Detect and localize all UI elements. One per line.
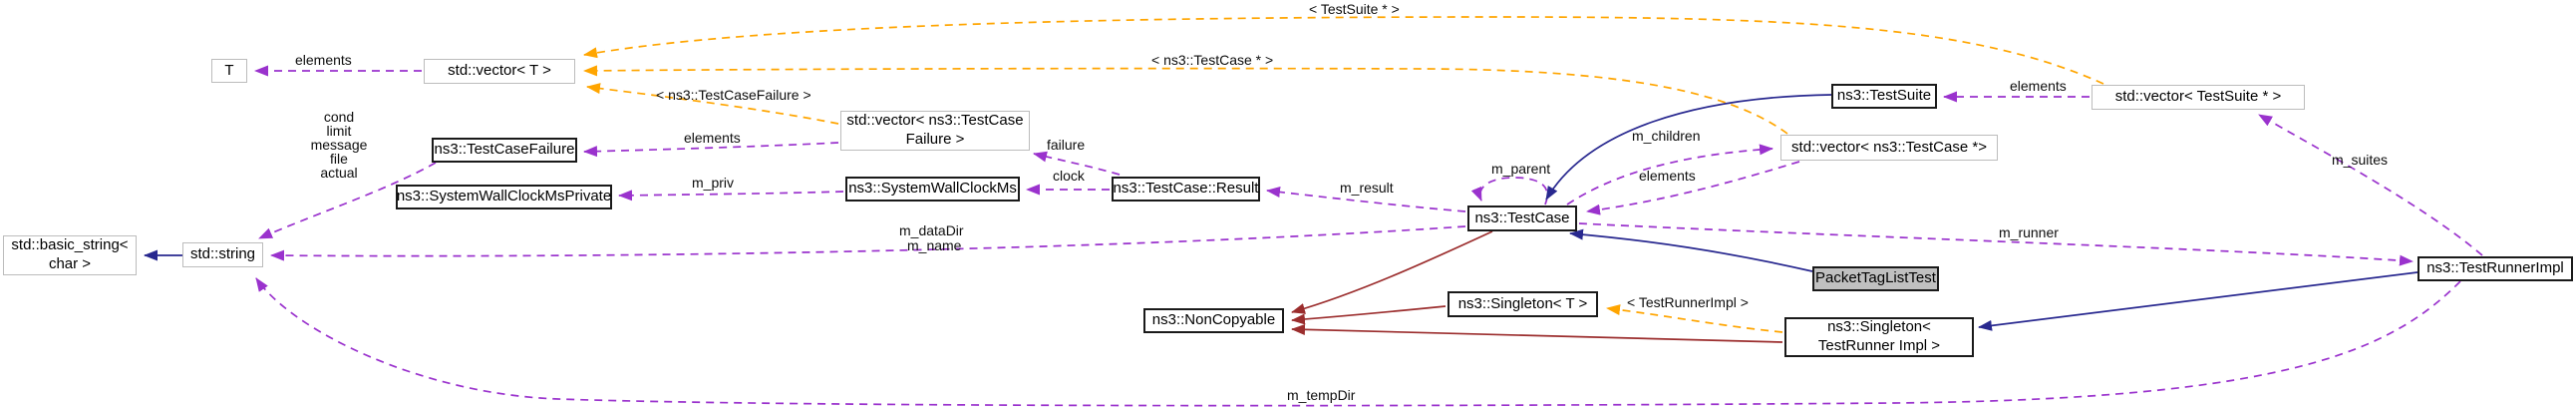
edge-label-limit: limit: [326, 123, 352, 139]
edge-label-elements-testcase: elements: [1639, 168, 1696, 184]
edge-label-elements-testcasefailure: elements: [684, 130, 741, 146]
node-ns3-singleton-t[interactable]: ns3::Singleton< T >: [1448, 291, 1598, 317]
node-ns3-testsuite[interactable]: ns3::TestSuite: [1831, 84, 1937, 109]
edge-m-priv: [618, 190, 844, 202]
edge-template-singleton-testrunnerimpl: [1606, 304, 1783, 333]
edge-label-message: message: [310, 137, 368, 153]
edge-m-result: [1266, 187, 1466, 212]
edge-testcasefailure-members-string: [258, 162, 437, 239]
node-ns3-testcasefailure[interactable]: ns3::TestCaseFailure: [432, 138, 577, 163]
edge-label-m-tempdir: m_tempDir: [1287, 387, 1356, 403]
edge-m-runner: [1578, 222, 2414, 266]
edge-template-vector-testsuite-ptr: [583, 16, 2104, 85]
edge-m-datadir-m-name: [270, 225, 1466, 261]
node-packettaglisttest[interactable]: PacketTagListTest: [1812, 266, 1939, 291]
edge-m-tempdir: [255, 277, 2461, 407]
edge-inherit-packettaglisttest-testcase: [1569, 228, 1813, 272]
edge-m-parent-self-loop: [1470, 177, 1548, 206]
edge-inherit-testsuite-testcase: [1545, 94, 1832, 201]
node-ns3-testcase-result[interactable]: ns3::TestCase::Result: [1112, 177, 1260, 202]
edge-inherit-testrunnerimpl-singleton: [1978, 271, 2418, 331]
edge-m-children: [1566, 144, 1773, 206]
edge-label-m-name: m_name: [907, 237, 962, 253]
edge-inherit-singleton-testrunnerimpl-noncopyable: [1291, 323, 1783, 343]
node-std-vector-testcasefailure[interactable]: std::vector< ns3::TestCase Failure >: [840, 111, 1030, 151]
edge-label-actual: actual: [320, 165, 358, 181]
node-ns3-noncopyable[interactable]: ns3::NonCopyable: [1143, 308, 1284, 333]
edge-template-vector-testcasefailure: [586, 83, 839, 125]
edge-label-m-result: m_result: [1340, 180, 1394, 196]
edge-label-m-parent: m_parent: [1491, 161, 1551, 177]
edge-label-m-children: m_children: [1632, 128, 1701, 144]
edge-elements-vector-testcase-ptr: [1586, 161, 1800, 215]
edge-label-file: file: [330, 151, 348, 167]
edge-label-m-runner: m_runner: [1999, 224, 2059, 240]
edge-label-clock: clock: [1053, 168, 1085, 184]
node-ns3-testrunnerimpl[interactable]: ns3::TestRunnerImpl: [2417, 256, 2573, 281]
edge-inherit-singleton-t-noncopyable: [1291, 305, 1447, 325]
edge-label-cond: cond: [323, 109, 355, 125]
edge-label-template-testcasefailure: < ns3::TestCaseFailure >: [656, 87, 811, 103]
edge-label-template-testrunnerimpl: < TestRunnerImpl >: [1627, 294, 1749, 310]
node-ns3-testcase[interactable]: ns3::TestCase: [1467, 206, 1577, 231]
node-std-vector-t[interactable]: std::vector< T >: [424, 59, 575, 84]
node-std-vector-testcase-ptr[interactable]: std::vector< ns3::TestCase *>: [1780, 135, 1998, 161]
node-std-basic-string-char[interactable]: std::basic_string< char >: [3, 235, 137, 275]
edge-label-m-datadir: m_dataDir: [899, 222, 964, 238]
edge-label-failure: failure: [1047, 137, 1086, 153]
edge-label-template-testcase-ptr: < ns3::TestCase * >: [1151, 52, 1274, 68]
edge-inherit-testcase-noncopyable: [1291, 230, 1493, 314]
edge-label-m-priv: m_priv: [692, 175, 735, 191]
edge-m-suites: [2258, 114, 2483, 256]
edge-elements-vector-testcasefailure: [583, 142, 839, 158]
edge-failure: [1033, 151, 1121, 176]
edge-label-elements-t: elements: [295, 52, 352, 68]
node-std-vector-testsuite-ptr[interactable]: std::vector< TestSuite * >: [2092, 85, 2305, 110]
edge-label-template-testsuite-ptr: < TestSuite * >: [1309, 1, 1400, 17]
node-t[interactable]: T: [211, 59, 247, 83]
edge-label-elements-testsuite: elements: [2010, 78, 2067, 94]
node-ns3-systemwallclockmsprivate[interactable]: ns3::SystemWallClockMsPrivate: [396, 185, 612, 209]
node-std-string[interactable]: std::string: [182, 242, 263, 267]
node-ns3-singleton-testrunnerimpl[interactable]: ns3::Singleton< TestRunner Impl >: [1784, 317, 1974, 357]
edge-template-vector-testcase-ptr: [583, 65, 1788, 135]
edge-label-m-suites: m_suites: [2332, 152, 2389, 168]
node-ns3-systemwallclockms[interactable]: ns3::SystemWallClockMs: [845, 177, 1020, 202]
